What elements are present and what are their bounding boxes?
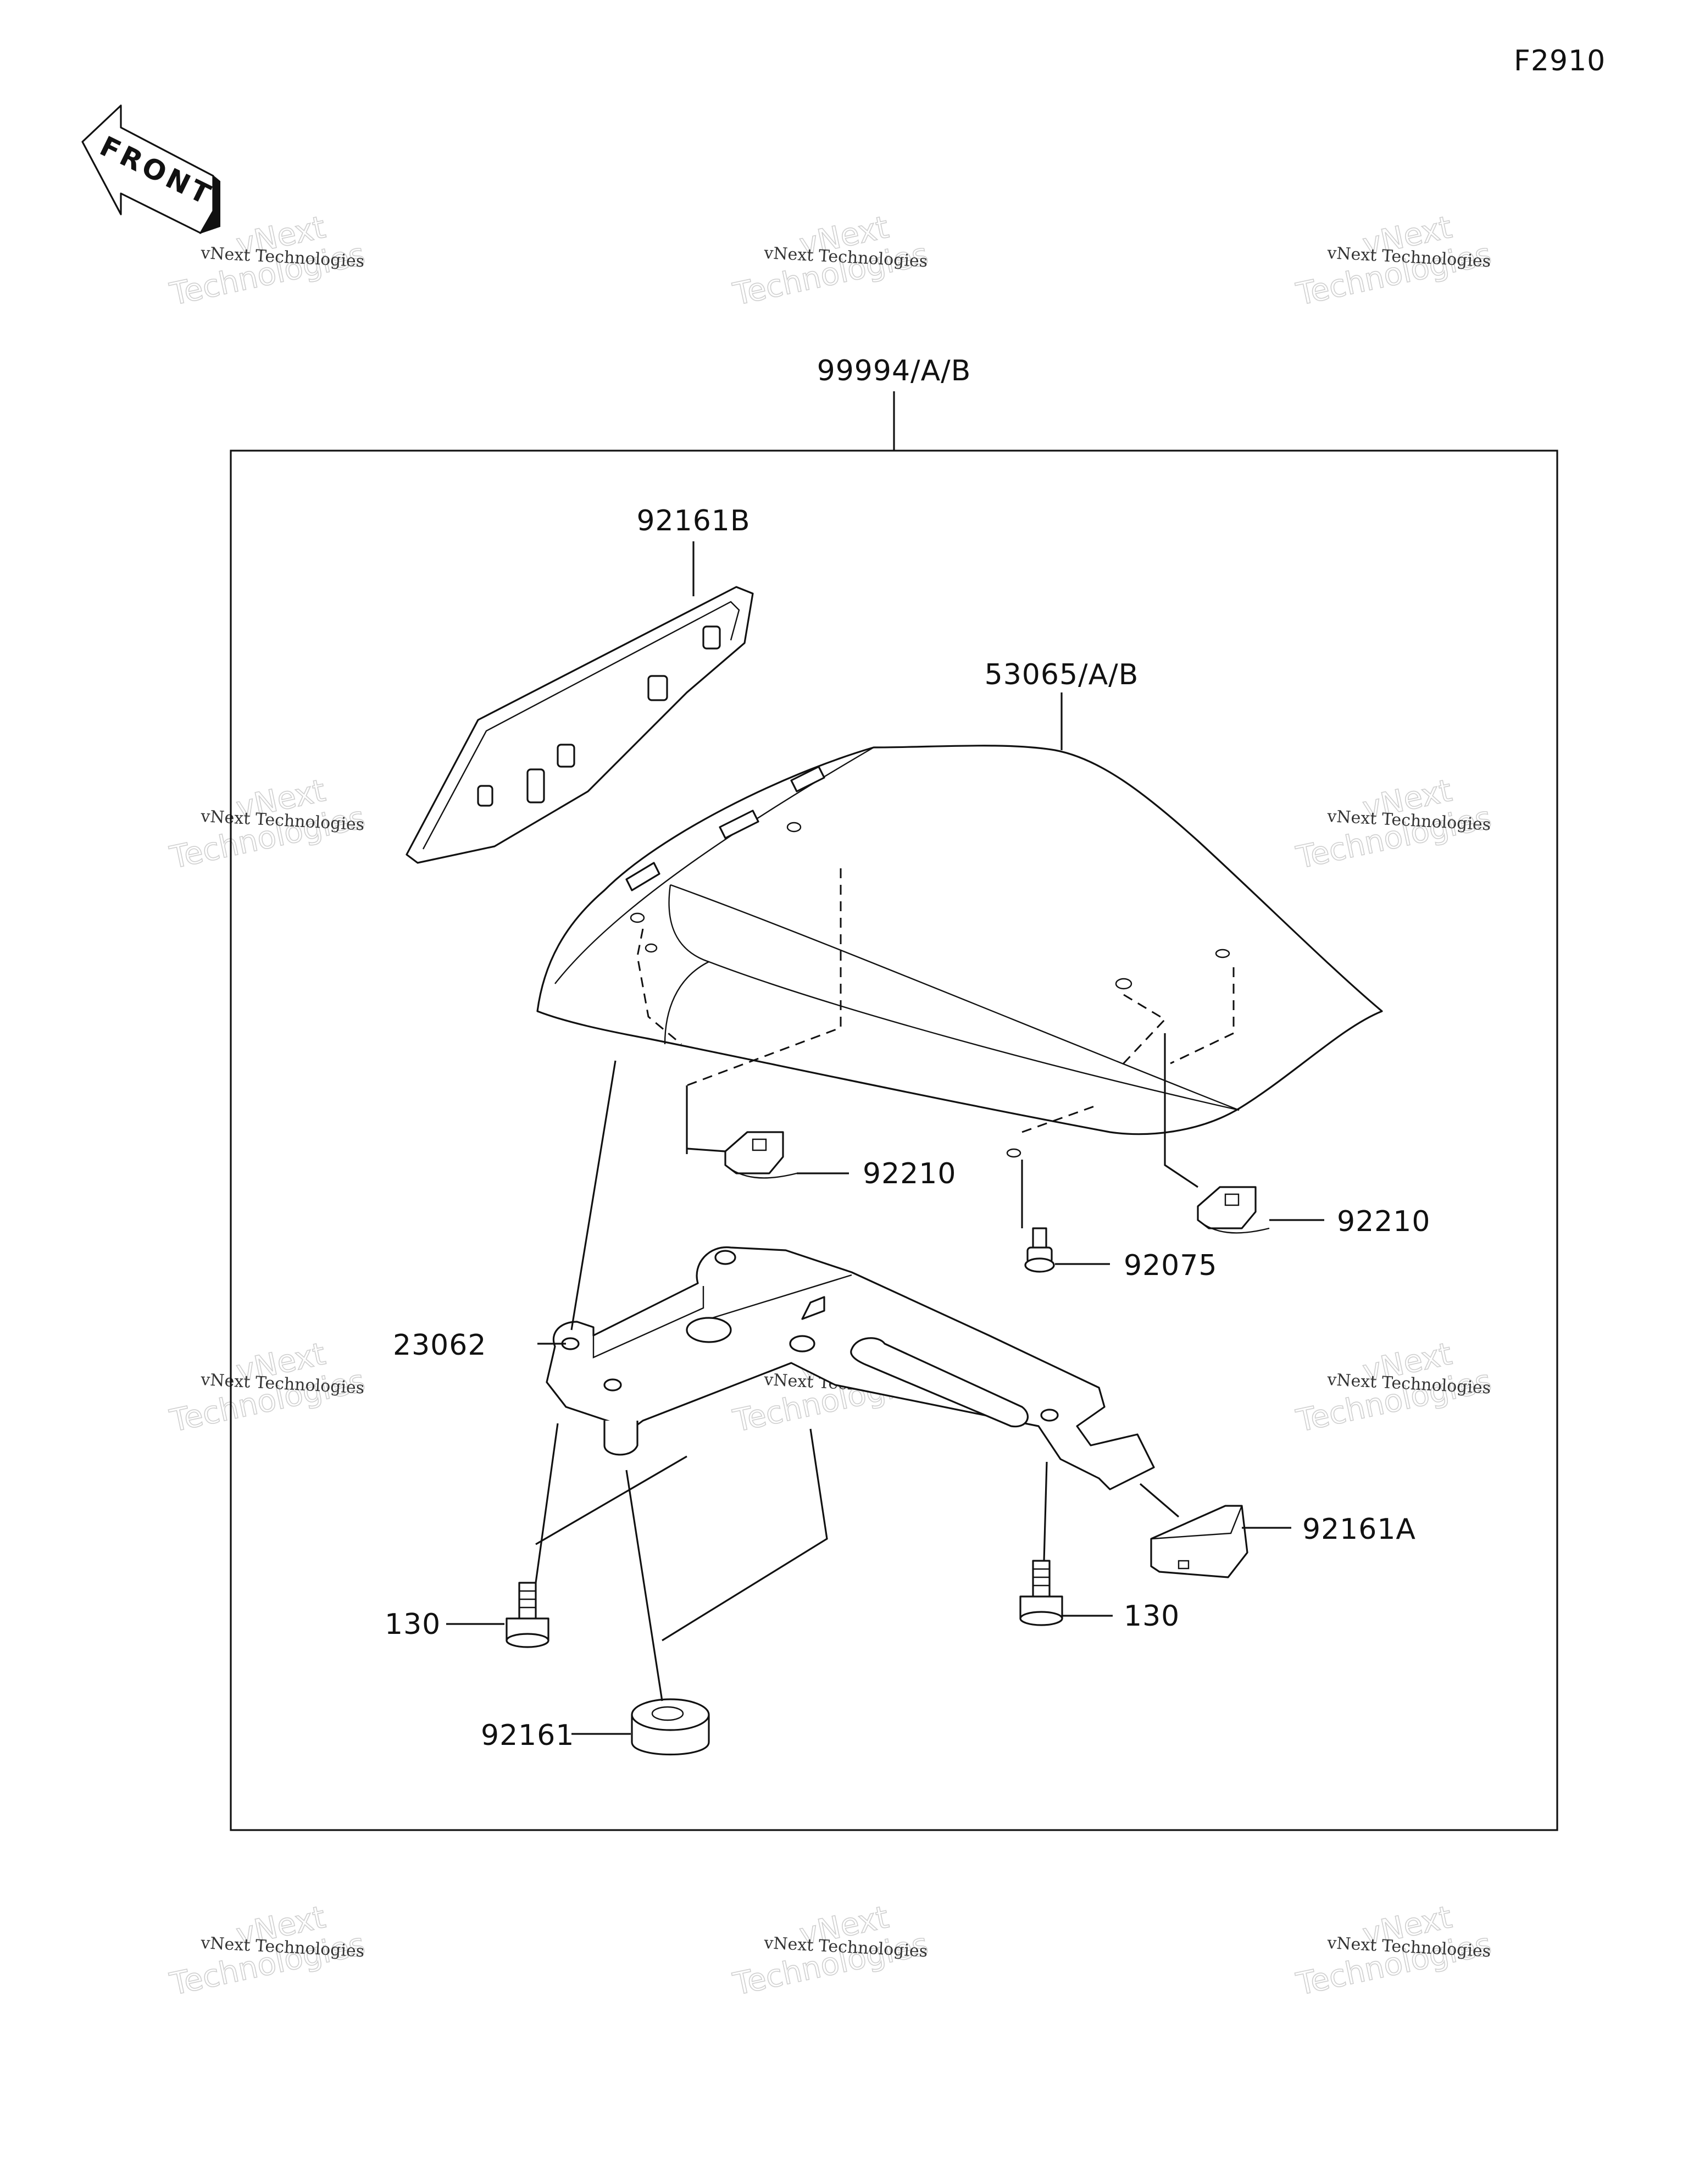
leader-line-nut-mid (686, 1085, 726, 1154)
leader-line-nut-right (1164, 1033, 1198, 1188)
clip-nut-right (1197, 1186, 1270, 1234)
label-nut-right: 92210 (1337, 1205, 1430, 1238)
leader-line-bracket-up (570, 1060, 617, 1331)
seat-bracket (546, 1246, 1155, 1490)
bolt-right (1019, 1560, 1063, 1626)
hidden-lines (636, 868, 1235, 1133)
leader-line-pad-right (1139, 1483, 1180, 1518)
seat-cover (536, 745, 1383, 1158)
leader-damper-link (662, 1428, 828, 1642)
rubber-damper (631, 1698, 710, 1755)
rubber-pad-right (1150, 1505, 1248, 1578)
label-cover: 53065/A/B (985, 658, 1139, 691)
figure-code: F2910 (1514, 45, 1606, 77)
label-pad-right: 92161A (1302, 1513, 1416, 1546)
label-bolt-left: 130 (385, 1608, 441, 1641)
label-assembly: 99994/A/B (817, 354, 971, 387)
label-damper: 92161 (481, 1719, 574, 1752)
rubber-pad-top (406, 586, 754, 864)
label-bolt-92075: 92075 (1124, 1249, 1217, 1282)
label-bolt-right: 130 (1124, 1600, 1180, 1633)
clip-nut-mid (724, 1131, 797, 1179)
bolt-92075 (1024, 1227, 1055, 1273)
leader-line-bolt-left (535, 1423, 559, 1583)
leader-line-damper (625, 1470, 663, 1701)
leader-bracket-link (535, 1455, 687, 1545)
leader-line-bolt-right (1043, 1461, 1048, 1561)
bolt-left (506, 1582, 549, 1648)
front-arrow-icon: FRONT (81, 104, 220, 234)
label-pad-top: 92161B (636, 505, 750, 537)
label-bracket: 23062 (393, 1329, 486, 1362)
label-nut-mid: 92210 (863, 1157, 956, 1190)
